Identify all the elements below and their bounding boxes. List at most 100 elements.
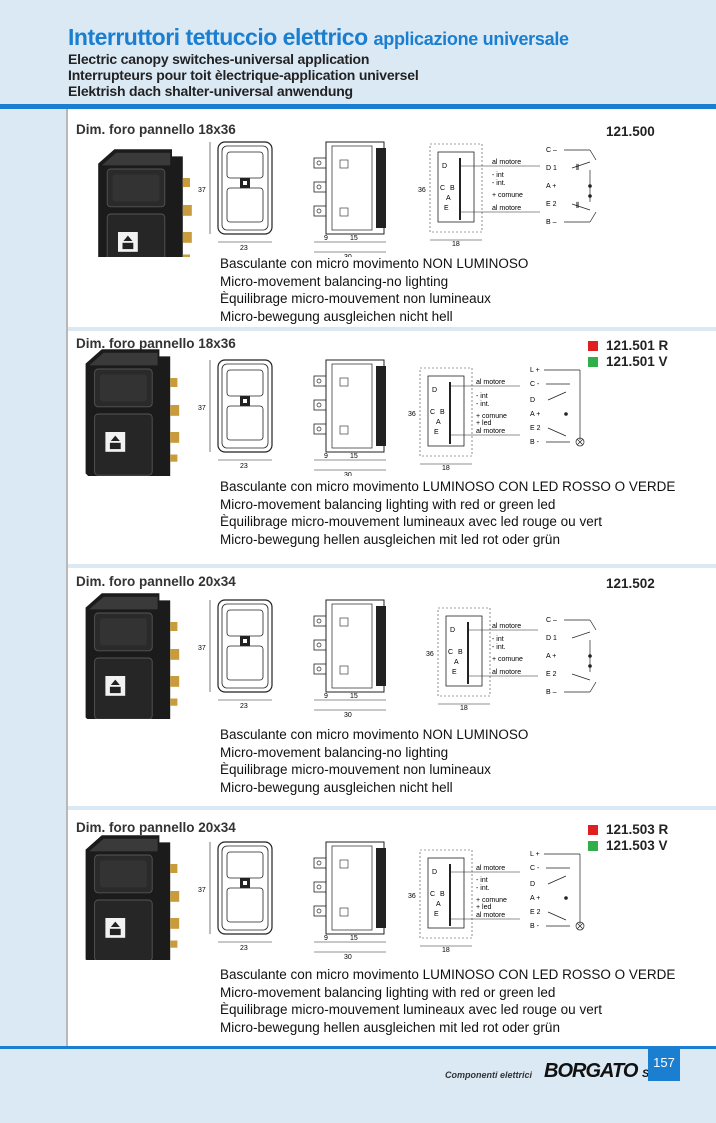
circuit-diagram: L + C - D A + E 2 B -	[530, 367, 585, 447]
desc-it: Basculante con micro movimento LUMINOSO …	[220, 479, 676, 494]
switch-photo	[85, 348, 180, 476]
page-number: 157	[648, 1049, 680, 1081]
title-main: Interruttori tettuccio elettrico	[68, 24, 368, 50]
product-section-121500: Dim. foro pannello 18x36 121.500 37 23 9…	[68, 122, 716, 327]
product-description: Basculante con micro movimento LUMINOSO …	[220, 478, 675, 548]
product-drawings: 37 23 9 15 30 36 18 D C B A E al motore …	[97, 141, 597, 257]
label-int-2: - int.	[476, 885, 490, 892]
product-code-green: 121.501 V	[588, 354, 668, 369]
code-green-text: 121.503 V	[606, 838, 668, 853]
schema-height: 36	[418, 187, 426, 194]
wiring-schema: 36 18 D C B A E al motore - int - int. +…	[418, 143, 540, 248]
product-description: Basculante con micro movimento LUMINOSO …	[220, 966, 675, 1036]
label-comune: + comune	[492, 656, 523, 663]
product-section-121501: Dim. foro pannello 18x36 121.501 R 121.5…	[68, 336, 716, 554]
red-led-swatch	[588, 341, 598, 351]
pin-c: C -	[530, 865, 540, 872]
desc-en: Micro-movement balancing lighting with r…	[220, 496, 556, 512]
pin-letter-d: D	[442, 163, 447, 170]
label-comune: + comune	[476, 413, 507, 420]
svg-text:⫴: ⫴	[576, 201, 579, 210]
desc-it: Basculante con micro movimento NON LUMIN…	[220, 256, 529, 271]
schema-height: 36	[408, 411, 416, 418]
label-al-motore-1: al motore	[492, 623, 521, 630]
wiring-schema: 36 18 D C B A E al motore - int - int. +…	[408, 367, 520, 472]
label-al-motore-1: al motore	[476, 865, 505, 872]
desc-en: Micro-movement balancing lighting with r…	[220, 984, 556, 1000]
section-separator	[68, 327, 716, 331]
pin-d: D 1	[546, 165, 557, 172]
pin-letter-c: C	[440, 185, 445, 192]
desc-en: Micro-movement balancing-no lighting	[220, 744, 449, 760]
dim-height: 37	[198, 645, 206, 652]
dim-depth-total: 30	[344, 712, 352, 719]
desc-fr: Èquilibrage micro-mouvement non lumineau…	[220, 762, 491, 777]
subtitle-de: Elektrish dach shalter-universal anwendu…	[68, 83, 353, 99]
svg-text:⫴: ⫴	[576, 163, 579, 172]
front-view-drawing: 37 23	[198, 141, 273, 252]
footer-category: Componenti elettrici	[445, 1070, 533, 1080]
label-al-motore-1: al motore	[476, 379, 505, 386]
desc-de: Micro-bewegung ausgleichen nicht hell	[220, 779, 453, 795]
dim-depth-1: 9	[324, 935, 328, 942]
dim-height: 37	[198, 187, 206, 194]
label-al-motore-2: al motore	[476, 912, 505, 919]
pin-letter-b: B	[458, 649, 463, 656]
label-al-motore-1: al motore	[492, 159, 521, 166]
code-red-text: 121.501 R	[606, 338, 669, 353]
pin-a: A +	[530, 895, 540, 902]
pin-d: D	[530, 881, 535, 888]
brand-logo: BORGATO SRL	[544, 1060, 664, 1083]
product-code: 121.500	[606, 124, 655, 139]
pin-letter-a: A	[446, 195, 451, 202]
pin-letter-b: B	[450, 185, 455, 192]
pin-letter-e: E	[452, 669, 457, 676]
product-code: 121.502	[606, 576, 655, 591]
desc-fr: Èquilibrage micro-mouvement non lumineau…	[220, 291, 491, 306]
dim-depth-1: 9	[324, 453, 328, 460]
pin-letter-e: E	[444, 205, 449, 212]
product-description: Basculante con micro movimento NON LUMIN…	[220, 726, 528, 796]
product-section-121502: Dim. foro pannello 20x34 121.502 37 23 9…	[68, 574, 716, 800]
green-led-swatch	[588, 841, 598, 851]
pin-letter-d: D	[432, 869, 437, 876]
panel-hole-dimension: Dim. foro pannello 18x36	[76, 122, 236, 137]
pin-e: E 2	[530, 909, 541, 916]
wiring-schema: 36 18 D C B A E al motore - int - int. +…	[426, 607, 538, 712]
dim-depth-1: 9	[324, 235, 328, 242]
section-separator	[68, 806, 716, 810]
desc-de: Micro-bewegung hellen ausgleichen mit le…	[220, 1019, 560, 1035]
pin-b: B -	[530, 923, 540, 930]
pin-b: B -	[530, 439, 540, 446]
dim-depth-2: 15	[350, 235, 358, 242]
pin-b: B –	[546, 689, 557, 696]
label-int-2: - int.	[476, 401, 490, 408]
label-led: + led	[476, 904, 491, 911]
schema-width: 18	[442, 465, 450, 472]
desc-de: Micro-bewegung hellen ausgleichen mit le…	[220, 531, 560, 547]
pin-letter-d: D	[432, 387, 437, 394]
title-sub: applicazione universale	[373, 29, 569, 49]
label-led: + led	[476, 420, 491, 427]
product-drawings: 37 23 9 15 30 36 18 D C B A E al motore …	[85, 592, 597, 719]
pin-letter-b: B	[440, 891, 445, 898]
label-al-motore-2: al motore	[492, 669, 521, 676]
dim-depth-2: 15	[350, 935, 358, 942]
code-green-text: 121.501 V	[606, 354, 668, 369]
desc-it: Basculante con micro movimento LUMINOSO …	[220, 967, 676, 982]
pin-d: D	[530, 397, 535, 404]
pin-c: C –	[546, 147, 557, 154]
pin-d: D 1	[546, 635, 557, 642]
pin-c: C -	[530, 381, 540, 388]
schema-width: 18	[460, 705, 468, 712]
desc-fr: Èquilibrage micro-mouvement lumineaux av…	[220, 1002, 602, 1017]
dim-width: 23	[240, 463, 248, 470]
label-int-1: - int	[492, 636, 504, 643]
dim-width: 23	[240, 945, 248, 952]
schema-height: 36	[408, 893, 416, 900]
desc-fr: Èquilibrage micro-mouvement lumineaux av…	[220, 514, 602, 529]
side-band	[0, 109, 66, 1046]
label-int-2: - int.	[492, 180, 506, 187]
switch-photo	[97, 148, 193, 257]
panel-hole-dimension: Dim. foro pannello 20x34	[76, 820, 236, 835]
